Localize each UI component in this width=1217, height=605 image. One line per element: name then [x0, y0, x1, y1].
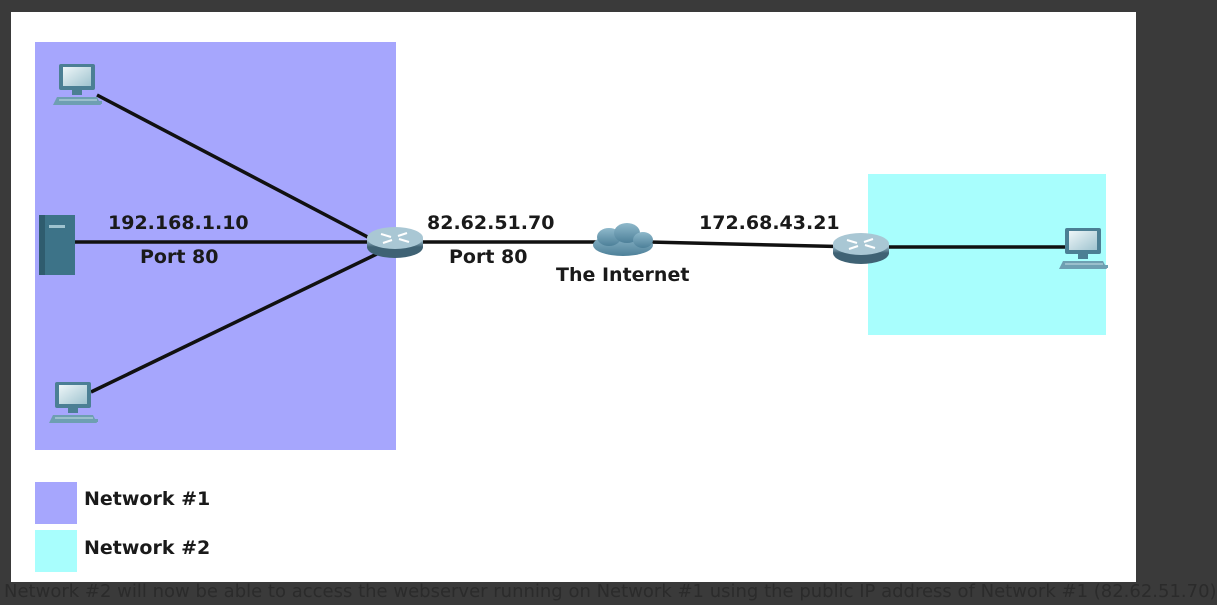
server-ip-label: 192.168.1.10 [108, 212, 249, 234]
router-2-ip-label: 172.68.43.21 [699, 212, 840, 234]
legend-label-network-2: Network #2 [84, 537, 211, 559]
server-icon[interactable] [39, 215, 75, 275]
router-1-port-label: Port 80 [449, 246, 528, 268]
internet-cloud-icon[interactable] [593, 223, 653, 256]
legend-swatch-network-1 [35, 482, 77, 524]
pc-top-icon[interactable] [52, 63, 103, 106]
legend-swatch-network-2 [35, 530, 77, 572]
network-1-zone [35, 42, 396, 450]
link-pc-bottom-router1 [90, 250, 382, 394]
router-2-icon[interactable] [832, 232, 890, 265]
internet-label: The Internet [556, 264, 690, 286]
pc-bottom-icon[interactable] [48, 381, 99, 424]
network-links [75, 93, 1066, 394]
diagram-canvas: 192.168.1.10 Port 80 82.62.51.70 Port 80… [11, 12, 1136, 582]
router-1-ip-label: 82.62.51.70 [427, 212, 555, 234]
network-diagram [35, 42, 1109, 450]
pc-right-icon[interactable] [1058, 227, 1109, 270]
server-port-label: Port 80 [140, 246, 219, 268]
link-pc-top-router1 [96, 93, 382, 246]
link-internet-router2 [648, 240, 860, 249]
network-2-zone [868, 174, 1106, 335]
diagram-caption: Network #2 will now be able to access th… [4, 581, 1217, 602]
router-1-icon[interactable] [366, 226, 424, 259]
legend-label-network-1: Network #1 [84, 488, 211, 510]
